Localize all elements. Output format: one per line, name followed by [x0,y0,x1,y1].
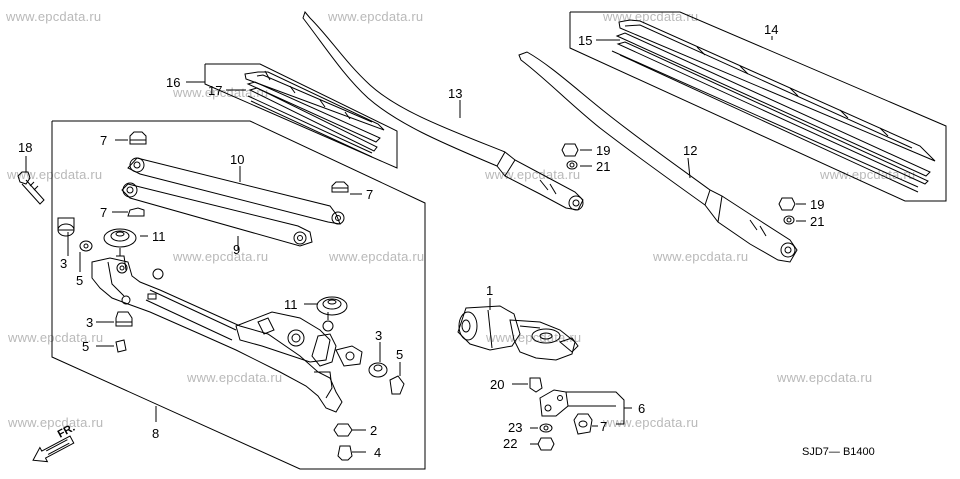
right-blade-group-box [569,11,947,202]
callout-7: 7 [100,133,107,148]
callout-5: 5 [396,347,403,362]
watermark: www.epcdata.ru [777,370,873,385]
callout-14: 14 [764,22,778,37]
bolt-4 [337,445,353,461]
callout-6: 6 [638,401,645,416]
right-wiper-blade [611,19,936,193]
watermark: www.epcdata.ru [187,370,283,385]
callout-5: 5 [76,273,83,288]
callout-numbers: 1 2 3 3 3 4 5 5 5 6 7 7 7 7 8 9 10 11 11… [18,22,824,460]
leader-lines [25,36,806,453]
nut-23 [539,423,553,433]
callout-3: 3 [375,328,382,343]
linkage-rod-10 [127,157,345,225]
watermark: www.epcdata.ru [173,85,269,100]
grommet-7-lower [573,413,593,435]
callout-9: 9 [233,242,240,257]
nut-2 [333,423,353,437]
callout-23: 23 [508,420,522,435]
watermark: www.epcdata.ru [820,167,916,182]
bushing-3-right [368,362,388,378]
callout-19: 19 [810,197,824,212]
callout-15: 15 [578,33,592,48]
callout-17: 17 [208,83,222,98]
callout-8: 8 [152,426,159,441]
bushing-5-right [389,375,405,395]
left-blade-group-box [204,63,398,169]
nut-19-right [778,197,796,211]
watermark: www.epcdata.ru [486,330,582,345]
watermark: www.epcdata.ru [8,415,104,430]
callout-2: 2 [370,423,377,438]
callout-3: 3 [60,256,67,271]
front-label: FR. [56,422,77,441]
callout-3: 3 [86,315,93,330]
linkage-rod-9 [121,182,313,247]
nut-22 [537,437,555,451]
callout-12: 12 [683,143,697,158]
washer-21-left [566,160,578,170]
callout-7: 7 [600,419,607,434]
watermark: www.epcdata.ru [6,9,102,24]
wiper-motor [457,305,579,361]
callout-13: 13 [448,86,462,101]
washer-21-right [783,215,795,225]
callout-19: 19 [596,143,610,158]
callout-11: 11 [284,297,298,312]
callout-21: 21 [810,214,824,229]
callout-7: 7 [366,187,373,202]
cap-7-top [129,131,147,145]
watermark: www.epcdata.ru [8,330,104,345]
grommet-11-upper [103,228,137,248]
bushing-5-left [79,240,93,252]
callout-20: 20 [490,377,504,392]
watermark: www.epcdata.ru [603,415,699,430]
watermark: www.epcdata.ru [173,249,269,264]
callout-18: 18 [18,140,32,155]
wiper-linkage-frame [91,248,363,413]
bolt-18 [17,171,45,205]
callout-5: 5 [82,339,89,354]
linkage-group-box [51,120,426,470]
watermark: www.epcdata.ru [7,167,103,182]
grommet-11-lower [316,296,348,316]
bushing-5-lower-left [115,339,127,353]
callout-21: 21 [596,159,610,174]
callout-11: 11 [152,229,166,244]
callout-4: 4 [374,445,381,460]
callout-22: 22 [503,436,517,451]
nut-19-left [561,143,579,157]
front-direction-arrow [32,435,75,463]
watermark: www.epcdata.ru [653,249,749,264]
bolt-20 [529,377,543,393]
callout-10: 10 [230,152,244,167]
left-wiper-blade [244,70,385,158]
bushing-3-lower-left [115,311,133,327]
diagram-code: SJD7— B1400 [802,446,875,458]
cap-7-mid [127,207,145,217]
left-wiper-arm [302,10,584,211]
callout-16: 16 [166,75,180,90]
callout-1: 1 [486,283,493,298]
right-wiper-arm [518,51,798,263]
bracket-6 [539,389,569,417]
watermark: www.epcdata.ru [328,9,424,24]
cap-7-right [331,181,349,193]
watermark: www.epcdata.ru [329,249,425,264]
callout-7: 7 [100,205,107,220]
bushing-3-left [57,217,75,237]
